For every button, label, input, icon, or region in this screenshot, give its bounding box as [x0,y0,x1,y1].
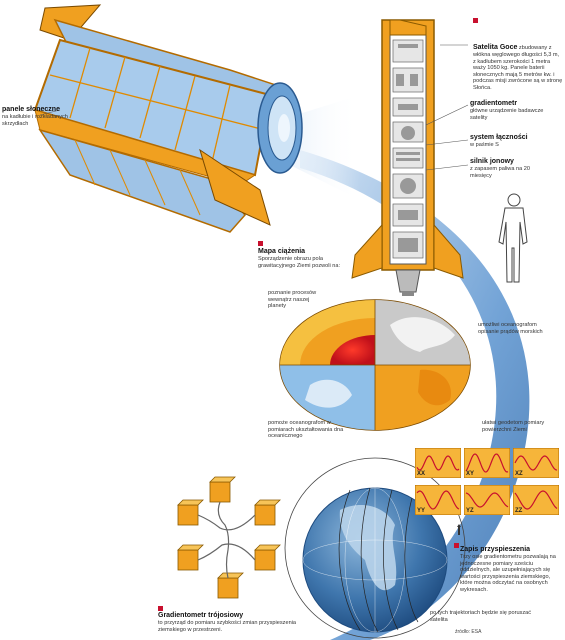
benefit-currents-text: umożliwi oceanografom opisanie prądów mo… [478,322,543,335]
engine-text: z zapasem paliwa na 20 miesięcy [470,166,531,179]
comms-title: system łączności [470,134,528,141]
satellite-title: Satelita Goce [473,44,518,51]
benefit-interior-text: poznanie procesów wewnątrz naszej planet… [268,290,317,310]
human-silhouette-icon [498,193,528,283]
trajectory-text: po tych trajektoriach będzie się porusza… [430,610,532,623]
label-gradiometer: gradientometr główne urządzenie badawcze… [470,100,560,121]
graph-zz: ZZ [513,485,559,515]
graph-axis-label: XZ [515,471,523,477]
graph-curve [514,490,558,510]
graph-yz: YZ [464,485,510,515]
gradiometer-text: główne urządzenie badawcze satelity [470,108,544,121]
gradiometer-title: gradientometr [470,100,518,107]
engine-title: silnik jonowy [470,158,514,165]
record-text: Trzy osie gradientometru pozwalają na je… [460,554,556,593]
label-gravity-map: Mapa ciążenia Sporządzenie obrazu pola g… [258,248,348,269]
solar-panels-text: na kadłubie i rozkładanych skrzydłach [2,114,68,127]
satellite-text: zbudowany z włókna węglowego długości 5,… [473,45,563,91]
benefit-ocean-text: pomoże oceanografom w pomiarach ukształt… [268,420,344,440]
label-benefit-geodesy: ułatwi geodetom pomiary powierzchni Ziem… [482,420,562,433]
graph-xx: XX [415,448,461,478]
triaxial-text: to przyrząd do pomiaru szybkości zmian p… [158,620,297,633]
graph-yy: YY [415,485,461,515]
label-triaxial-gradiometer: Gradientometr trójosiowy to przyrząd do … [158,612,308,633]
graph-curve [416,490,460,510]
triaxial-gradiometer [177,476,281,599]
satellite-cross-section [351,19,464,296]
orbit-arc [300,150,530,640]
gravity-map-text: Sporządzenie obrazu pola grawitacyjnego … [258,256,341,269]
graph-curve [514,455,558,471]
graph-axis-label: YZ [466,508,474,514]
graph-axis-label: YY [417,508,425,514]
label-benefit-ocean: pomoże oceanografom w pomiarach ukształt… [268,420,350,440]
solar-panels-title: panele słoneczne [2,106,60,113]
graph-axis-label: ZZ [515,508,523,514]
graph-curve [465,492,509,508]
comms-text: w paśmie S [470,142,499,148]
label-solar-panels: panele słoneczne na kadłubie i rozkładan… [2,106,70,127]
graph-curve [465,453,509,473]
graph-xz: XZ [513,448,559,478]
label-ion-engine: silnik jonowy z zapasem paliwa na 20 mie… [470,158,550,179]
graph-xy: XY [464,448,510,478]
label-satellite: Satelita Goce zbudowany z włókna węglowe… [473,44,563,92]
satellite-illustration [33,4,303,233]
record-title: Zapis przyspieszenia [460,546,531,553]
triaxial-title: Gradientometr trójosiowy [158,612,244,619]
graph-axis-label: XY [466,471,474,477]
graph-curve [416,455,460,471]
label-benefit-interior: poznanie procesów wewnątrz naszej planet… [268,290,326,310]
benefit-geodesy-text: ułatwi geodetom pomiary powierzchni Ziem… [482,420,545,433]
acceleration-graphs: XX XY XZ YY YZ ZZ [415,448,559,544]
label-trajectory: po tych trajektoriach będzie się porusza… [430,610,540,623]
label-comms: system łączności w paśmie S [470,134,560,149]
gravity-map-title: Mapa ciążenia [258,248,306,255]
source-credit: źródło: ESA [455,629,482,635]
graph-axis-label: XX [417,471,425,477]
earth-globe [284,457,466,639]
earth-cutaway [279,299,471,431]
label-acceleration-record: Zapis przyspieszenia Trzy osie gradiento… [460,546,563,594]
label-benefit-currents: umożliwi oceanografom opisanie prądów mo… [478,322,558,335]
